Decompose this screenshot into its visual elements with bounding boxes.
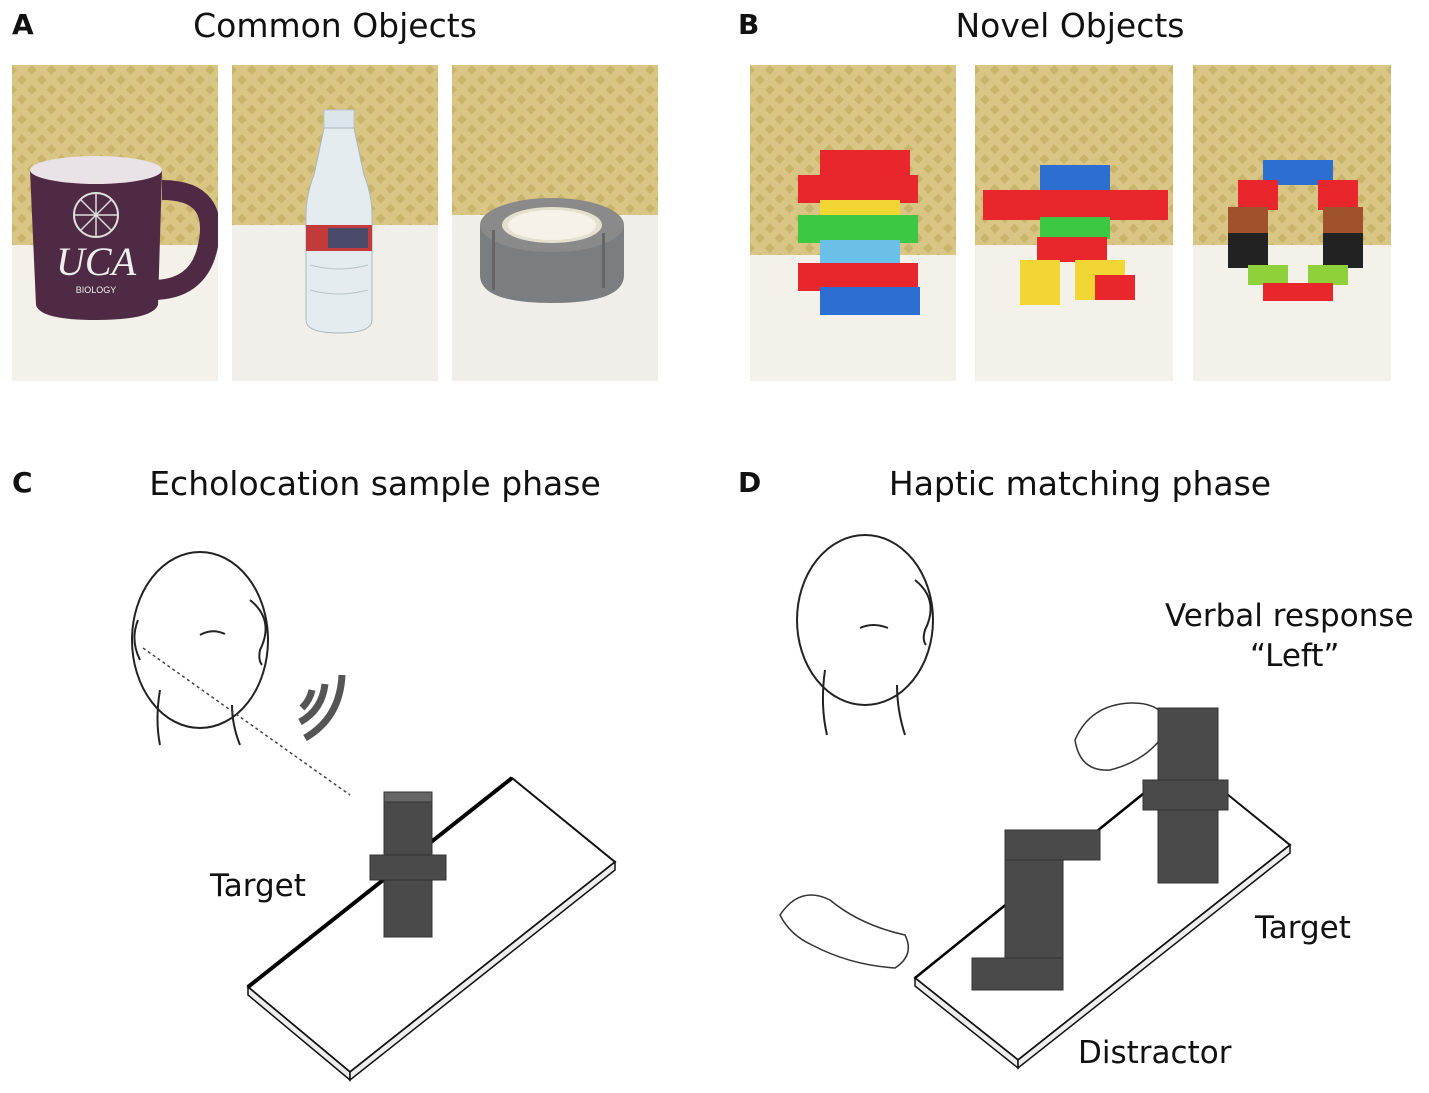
echo-path-line — [142, 647, 351, 796]
photo-novel-object-3 — [1193, 65, 1391, 381]
hand-icon-left — [779, 894, 910, 969]
sound-wave-icon — [298, 674, 346, 742]
photo-novel-object-2 — [975, 65, 1173, 381]
hand-icon-top — [1074, 702, 1169, 771]
target-block-c — [369, 791, 447, 938]
board-c — [246, 776, 617, 1082]
head-icon — [796, 534, 934, 736]
target-label-d: Target — [1255, 910, 1351, 946]
panel-title-b: Novel Objects — [955, 6, 1185, 45]
verbal-response-line1: Verbal response — [1165, 598, 1414, 634]
photo-mug: UCA BIOLOGY — [12, 65, 218, 381]
mug-logo-text: UCA — [56, 239, 137, 284]
panel-title-c: Echolocation sample phase — [149, 464, 601, 503]
panel-letter-c: C — [12, 466, 33, 499]
head-icon — [131, 551, 269, 746]
photo-duct-tape — [452, 65, 658, 381]
panel-letter-a: A — [12, 8, 34, 41]
panel-letter-d: D — [738, 466, 762, 499]
target-label-c: Target — [210, 868, 306, 904]
panel-title-a: Common Objects — [193, 6, 477, 45]
distractor-label: Distractor — [1078, 1035, 1232, 1071]
photo-novel-object-1 — [750, 65, 956, 381]
panel-title-d: Haptic matching phase — [888, 464, 1272, 503]
panel-letter-b: B — [738, 8, 760, 41]
distractor-block — [971, 829, 1101, 991]
verbal-response-line2: “Left” — [1250, 638, 1340, 674]
target-block-d — [1142, 707, 1229, 884]
photo-water-bottle — [232, 65, 438, 381]
mug-sub-text: BIOLOGY — [76, 285, 117, 295]
board-d — [913, 758, 1292, 1070]
